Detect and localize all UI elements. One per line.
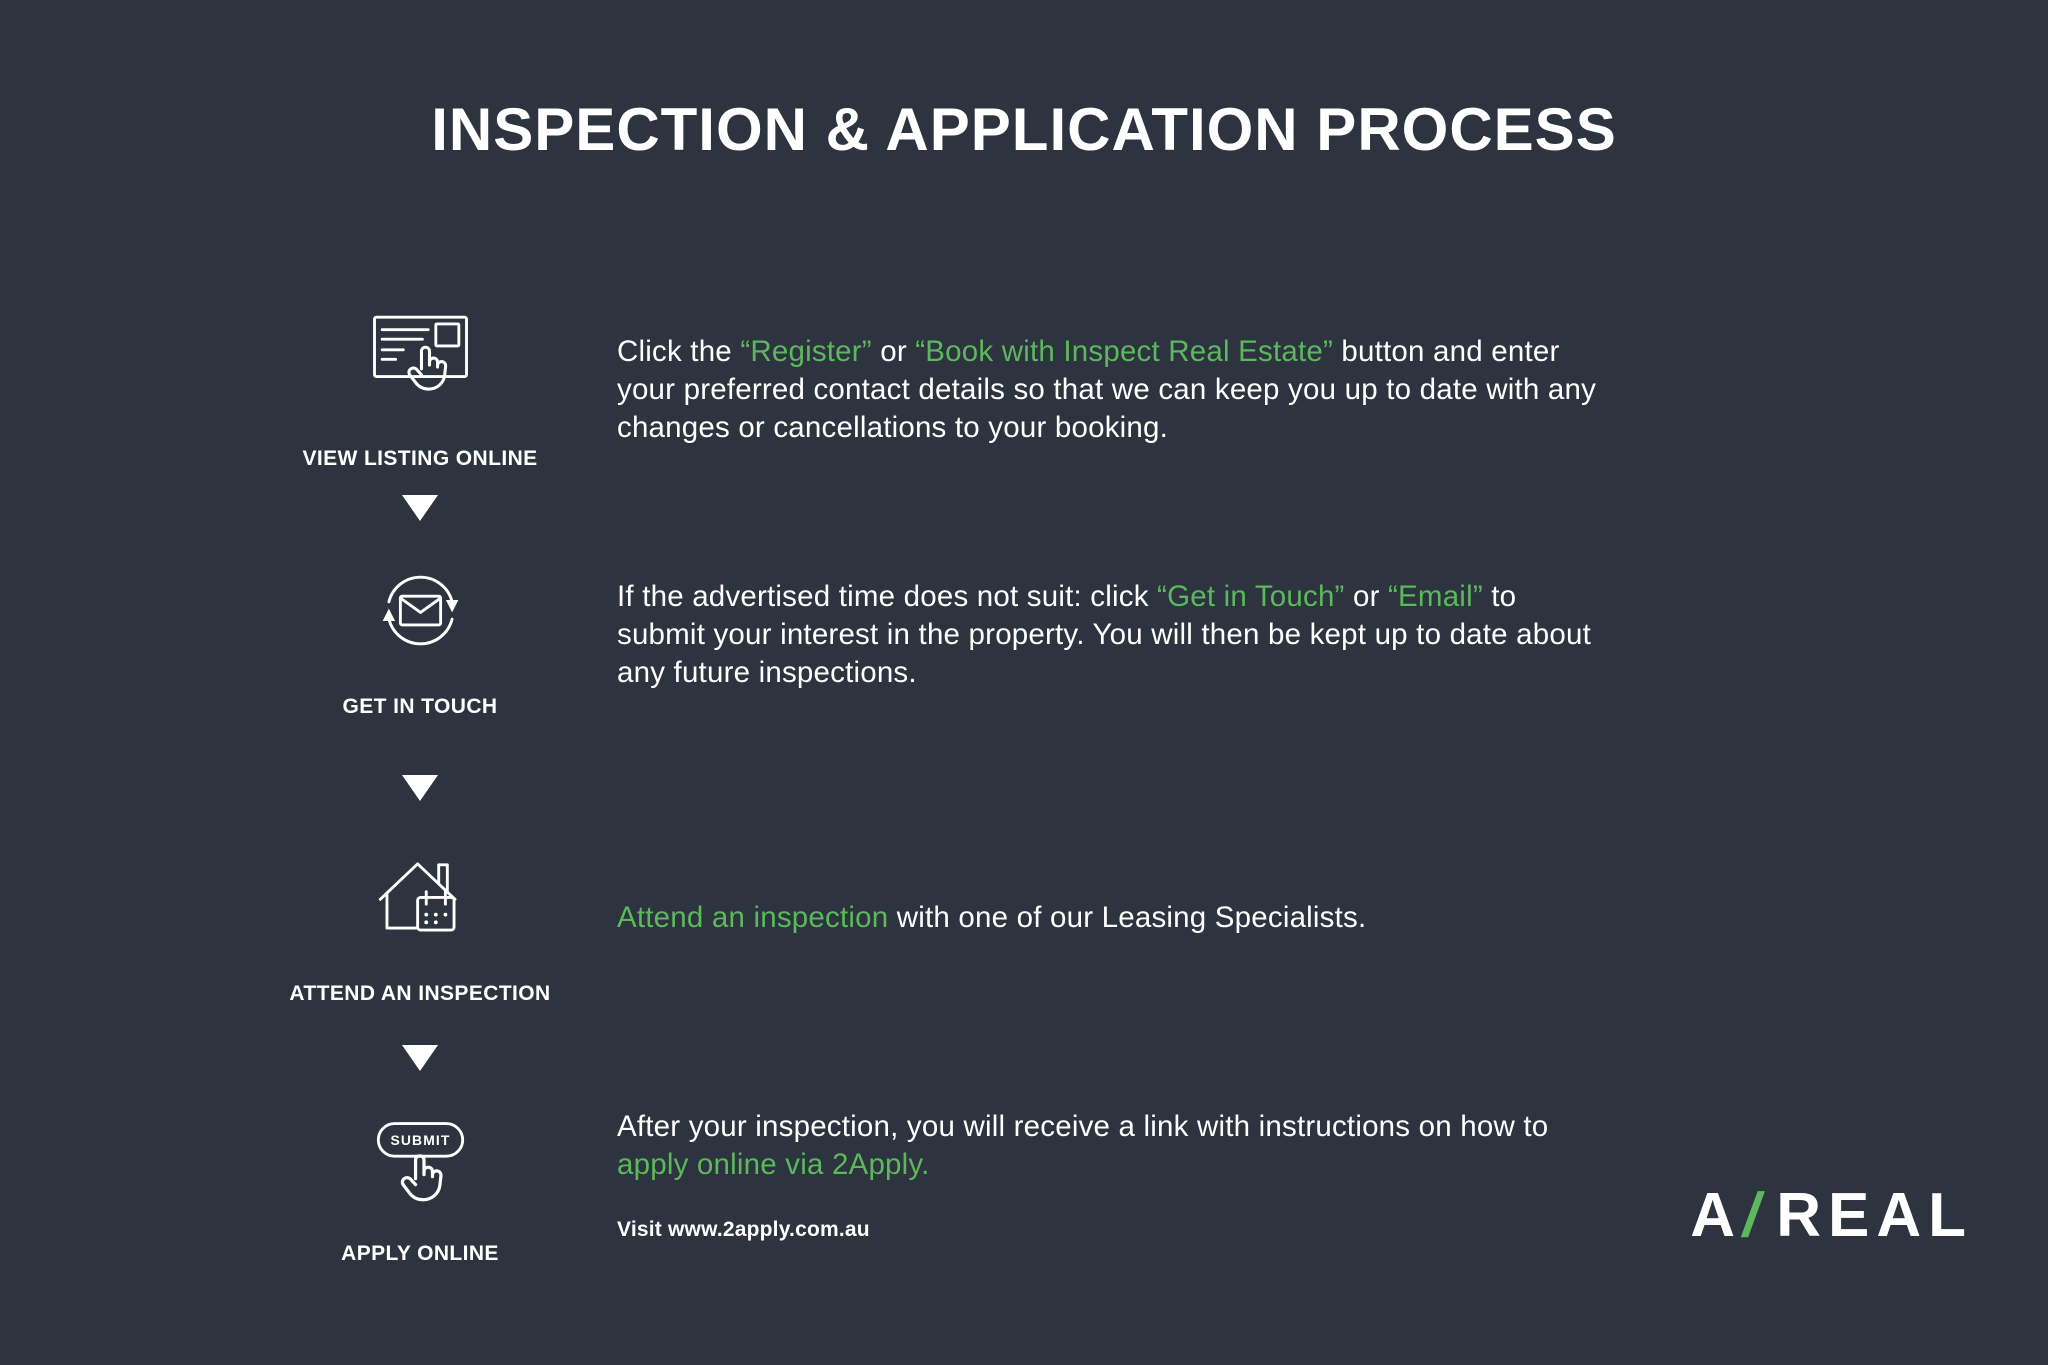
listing-photo: [433, 322, 460, 348]
submit-button-cursor-icon: SUBMIT: [376, 1122, 464, 1202]
house-icon: [378, 862, 456, 930]
down-arrow-icon: [402, 1045, 438, 1071]
view-listing-label: VIEW LISTING ONLINE: [302, 447, 538, 470]
attend-inspection-description: Attend an inspection with one of our Lea…: [617, 901, 1367, 934]
listing-cursor-icon: [372, 315, 468, 391]
house-calendar-icon: [300, 838, 540, 953]
get-in-touch-label: GET IN TOUCH: [342, 695, 498, 718]
listing-cursor-icon: [300, 298, 540, 413]
apply-online-description: After your inspection, you will receive …: [617, 1110, 1549, 1181]
down-arrow-icon: [402, 775, 438, 801]
view-listing-description: Click the “Register” or “Book with Inspe…: [617, 335, 1597, 444]
logo-slash-icon: /: [1737, 1181, 1775, 1250]
down-arrow-icon: [402, 495, 438, 521]
listing-card: [372, 315, 468, 379]
apply-online-label: APPLY ONLINE: [341, 1242, 499, 1265]
submit-button-cursor-icon: SUBMIT: [300, 1112, 540, 1208]
hand-cursor-icon: [400, 1154, 443, 1202]
envelope-icon: [398, 594, 442, 627]
hand-cursor-icon: [406, 345, 447, 391]
get-in-touch-description: If the advertised time does not suit: cl…: [617, 580, 1592, 689]
apply-online-note: Visit www.2apply.com.au: [617, 1218, 870, 1241]
brand-logo: A / REAL: [1690, 1180, 1973, 1251]
refresh-arrows-icon: [382, 575, 458, 646]
logo-word-real: REAL: [1776, 1181, 1973, 1250]
attend-inspection-label: ATTEND AN INSPECTION: [289, 982, 551, 1005]
email-refresh-icon: [300, 553, 540, 668]
house-calendar-icon: [378, 862, 456, 932]
submit-button-label: SUBMIT: [390, 1132, 450, 1148]
email-refresh-icon: [382, 575, 458, 646]
logo-letter-a: A: [1690, 1181, 1742, 1250]
page-title: INSPECTION & APPLICATION PROCESS: [431, 96, 1617, 163]
calendar-icon: [415, 890, 455, 932]
